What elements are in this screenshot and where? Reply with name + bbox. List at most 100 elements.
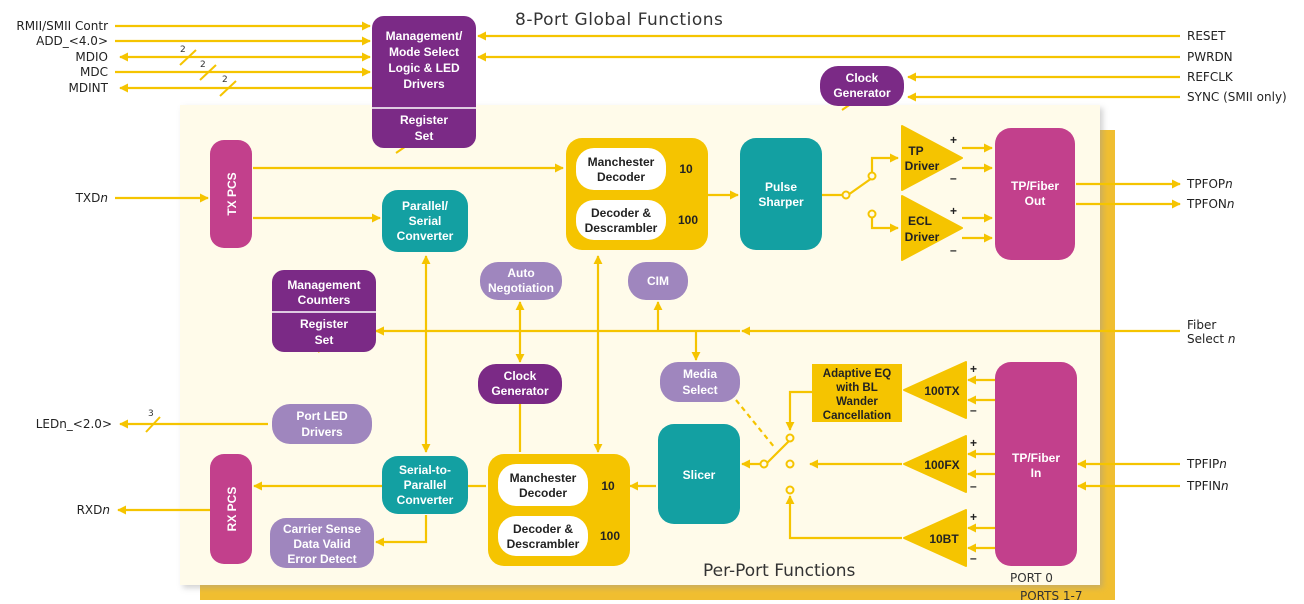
per-port-functions-heading: Per-Port Functions <box>703 561 856 581</box>
tp-driver-line2: Driver <box>905 159 940 173</box>
slicer-label: Slicer <box>683 468 716 482</box>
ecl-minus: – <box>950 243 957 257</box>
amp-10bt-plus: + <box>970 510 977 524</box>
label-rxd: RXDn <box>77 503 110 517</box>
amp-100tx-minus: – <box>970 403 977 417</box>
ecl-driver-line1: ECL <box>908 214 932 228</box>
label-tpfin: TPFINn <box>1186 479 1229 493</box>
register-set-mid-line2: Set <box>315 333 334 347</box>
descrambler-bot-line1: Decoder & <box>513 522 573 536</box>
clock-generator-mid: Clock Generator <box>478 364 562 404</box>
top-label-10: 10 <box>679 162 693 176</box>
manchester-top-line2: Decoder <box>597 170 645 184</box>
mgmt-counters-line1: Management <box>287 278 360 292</box>
par-ser-line3: Converter <box>397 229 454 243</box>
mdio-width: 2 <box>180 45 186 55</box>
mgmt-mode-line4: Drivers <box>403 77 445 91</box>
slicer-block: Slicer <box>658 424 740 524</box>
tx-pcs-block: TX PCS <box>210 140 252 248</box>
media-select-line2: Select <box>682 383 717 397</box>
top-label-100: 100 <box>678 213 698 227</box>
tp-out-line2: Out <box>1025 194 1046 208</box>
ser-par-line3: Converter <box>397 493 454 507</box>
clock-generator-top: Clock Generator <box>820 66 904 106</box>
ports-1-7-label: PORTS 1-7 <box>1020 589 1083 603</box>
label-tpfop: TPFOPn <box>1186 177 1233 191</box>
auto-neg-line2: Negotiation <box>488 281 554 295</box>
right-signal-labels: RESET PWRDN REFCLK SYNC (SMII only) TPFO… <box>1186 29 1287 493</box>
mdc-width: 2 <box>200 60 206 70</box>
ser-par-line1: Serial-to- <box>399 463 451 477</box>
management-counters-block: Management Counters Register Set <box>272 270 376 352</box>
bottom-decoder-block: Manchester Decoder Decoder & Descrambler… <box>488 454 630 566</box>
tp-plus: + <box>950 133 957 147</box>
rx-pcs-block: RX PCS <box>210 454 252 564</box>
parallel-serial-converter: Parallel/ Serial Converter <box>382 190 468 252</box>
top-decoder-block: Manchester Decoder Decoder & Descrambler… <box>566 138 708 250</box>
manchester-bot-line2: Decoder <box>519 486 567 500</box>
adaptive-eq-line4: Cancellation <box>823 410 891 422</box>
label-txd: TXDn <box>75 191 108 205</box>
led-width: 3 <box>148 409 154 419</box>
tx-pcs-label: TX PCS <box>225 172 239 215</box>
cim-label: CIM <box>647 274 669 288</box>
clock-gen-top-line1: Clock <box>846 71 879 85</box>
register-set-top-line2: Set <box>415 129 434 143</box>
mdint-width: 2 <box>222 75 228 85</box>
tp-fiber-out-block: TP/Fiber Out <box>995 128 1075 260</box>
par-ser-line1: Parallel/ <box>402 199 449 213</box>
auto-neg-line1: Auto <box>507 266 534 280</box>
tp-minus: – <box>950 171 957 185</box>
clock-gen-mid-line1: Clock <box>504 369 537 383</box>
adaptive-eq-block: Adaptive EQ with BL Wander Cancellation <box>812 364 902 422</box>
mgmt-mode-line1: Management/ <box>386 29 463 43</box>
ecl-plus: + <box>950 204 957 218</box>
connections <box>115 21 1181 553</box>
amp-100fx: 100FX + – <box>903 435 977 493</box>
label-add: ADD_<4.0> <box>36 34 108 48</box>
port-led-line1: Port LED <box>296 409 348 423</box>
clock-gen-mid-line2: Generator <box>491 384 549 398</box>
amp-100tx-label: 100TX <box>924 384 959 398</box>
descrambler-top-line2: Descrambler <box>585 221 658 235</box>
label-sync: SYNC (SMII only) <box>1187 90 1287 104</box>
bot-label-100: 100 <box>600 529 620 543</box>
label-refclk: REFCLK <box>1187 70 1234 84</box>
amp-100fx-label: 100FX <box>924 458 959 472</box>
tp-driver-amp: TP Driver + – <box>901 125 963 191</box>
label-reset: RESET <box>1187 29 1226 43</box>
label-mdio: MDIO <box>75 50 108 64</box>
manchester-top-line1: Manchester <box>588 155 655 169</box>
port-0-label: PORT 0 <box>1010 571 1053 585</box>
ecl-driver-line2: Driver <box>905 230 940 244</box>
tp-driver-line1: TP <box>908 144 923 158</box>
carrier-sense-block: Carrier Sense Data Valid Error Detect <box>270 518 374 568</box>
tp-fiber-in-block: TP/Fiber In <box>995 362 1077 566</box>
media-select-block: Media Select <box>660 362 740 402</box>
auto-negotiation-block: Auto Negotiation <box>480 262 562 300</box>
label-tpfon: TPFONn <box>1186 197 1235 211</box>
amp-100tx-plus: + <box>970 362 977 376</box>
register-set-mid-line1: Register <box>300 317 348 331</box>
carrier-sense-line1: Carrier Sense <box>283 522 361 536</box>
label-mdc: MDC <box>80 65 108 79</box>
amp-10bt-minus: – <box>970 551 977 565</box>
label-select: Select n <box>1187 332 1235 346</box>
pulse-sharper-block: Pulse Sharper <box>740 138 822 250</box>
pulse-sharper-line1: Pulse <box>765 180 797 194</box>
adaptive-eq-line2: with BL <box>835 382 878 394</box>
management-mode-select-block: Management/ Mode Select Logic & LED Driv… <box>372 16 476 148</box>
amp-10bt-label: 10BT <box>929 532 959 546</box>
port-led-line2: Drivers <box>301 425 343 439</box>
pulse-sharper-line2: Sharper <box>758 195 804 209</box>
bot-label-10: 10 <box>601 479 615 493</box>
global-functions-heading: 8-Port Global Functions <box>515 10 723 30</box>
serial-parallel-converter: Serial-to- Parallel Converter <box>382 456 468 514</box>
tp-out-line1: TP/Fiber <box>1011 179 1059 193</box>
left-signal-labels: RMII/SMII Contr ADD_<4.0> MDIO MDC MDINT <box>16 19 108 95</box>
descrambler-top-line1: Decoder & <box>591 206 651 220</box>
label-led: LEDn_<2.0> <box>36 417 112 431</box>
label-pwrdn: PWRDN <box>1187 50 1233 64</box>
par-ser-line2: Serial <box>409 214 442 228</box>
